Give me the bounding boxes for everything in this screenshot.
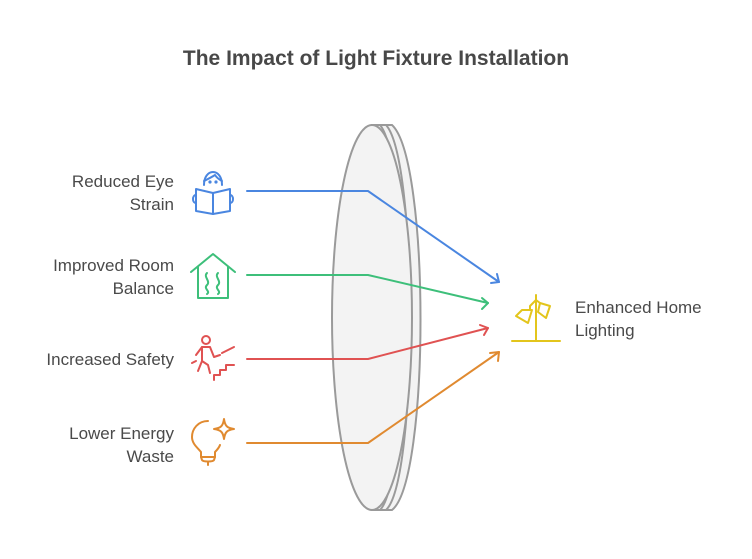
- house-heat-icon: [190, 253, 236, 299]
- input-label-energy-waste: Lower Energy Waste: [69, 424, 174, 466]
- diagram-title: The Impact of Light Fixture Installation: [182, 47, 570, 70]
- connector-eye-strain: [246, 190, 500, 283]
- lens-shape: [331, 124, 422, 511]
- floor-lamp-icon: [511, 294, 561, 342]
- person-climbing-stairs-icon: [191, 335, 235, 381]
- arrowhead-energy: [489, 351, 500, 362]
- input-label-room-balance: Improved Room Balance: [53, 256, 174, 298]
- connector-room-balance: [246, 274, 489, 304]
- arrowhead-room-balance: [481, 297, 489, 310]
- input-label-safety: Increased Safety: [46, 350, 174, 369]
- input-label-eye-strain: Reduced Eye Strain: [71, 172, 174, 214]
- arrowhead-safety: [479, 324, 489, 336]
- arrowhead-eye-strain: [490, 273, 500, 284]
- lightbulb-sparkle-icon: [191, 418, 235, 466]
- connector-energy: [246, 351, 500, 444]
- output-label-home-lighting: Enhanced Home Lighting: [575, 298, 702, 340]
- connector-safety: [246, 327, 489, 360]
- reading-person-icon: [192, 171, 234, 215]
